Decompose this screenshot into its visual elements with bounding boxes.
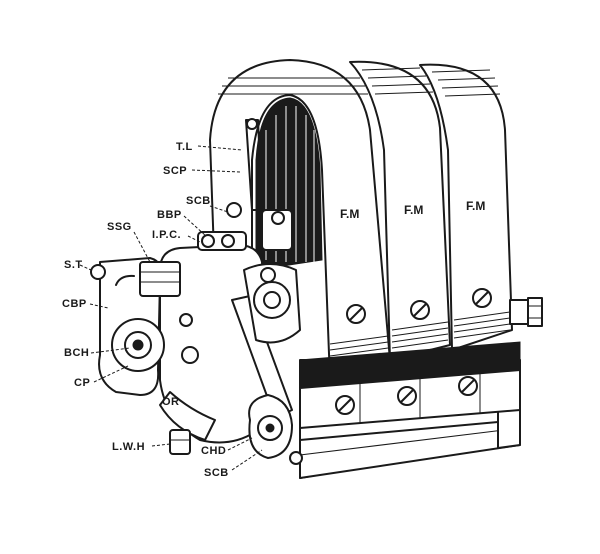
label-bbp: BBP (157, 209, 182, 221)
magnet-label-1: F.M (340, 207, 359, 221)
field-magnet-3 (419, 63, 513, 351)
label-scp: SCP (163, 165, 187, 177)
field-magnet-2 (349, 60, 451, 361)
label-bch: BCH (64, 347, 89, 359)
label-cp: CP (74, 377, 90, 389)
magnet-label-2: F.M (404, 203, 423, 217)
pole-pieces (299, 341, 521, 429)
drive-end (169, 394, 303, 465)
label-cbp: CBP (62, 298, 87, 310)
label-chd: CHD (201, 445, 226, 457)
terminal-nut (509, 297, 543, 327)
label-scb-top: SCB (186, 195, 211, 207)
label-ipc: I.P.C. (152, 229, 181, 241)
label-tl: T.L (176, 141, 193, 153)
rocker-arm-assembly (197, 118, 301, 419)
label-or: OR (162, 396, 180, 408)
magnet-label-3: F.M (466, 199, 485, 213)
label-scb-bottom: SCB (204, 467, 229, 479)
label-lwh: L.W.H (112, 441, 145, 453)
label-ssg: SSG (107, 221, 132, 233)
label-st: S.T (64, 259, 83, 271)
contact-breaker-housing (90, 244, 271, 444)
